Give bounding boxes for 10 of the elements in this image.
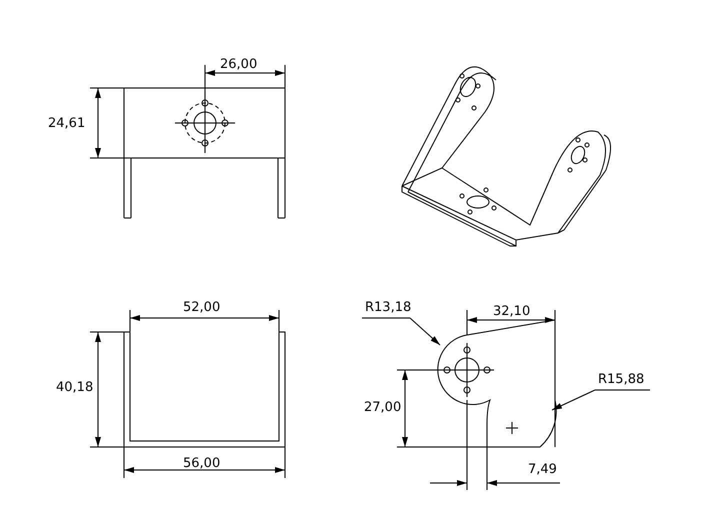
dimension-label: 56,00 bbox=[183, 456, 220, 471]
dimension-label: 32,10 bbox=[493, 304, 530, 319]
dimension-label: 26,00 bbox=[220, 57, 258, 72]
dimension-label: 7,49 bbox=[528, 462, 557, 477]
dimension-label: R13,18 bbox=[365, 300, 412, 315]
dimension-label: R15,88 bbox=[598, 372, 644, 387]
dimension-label: 52,00 bbox=[183, 300, 220, 315]
dimension-label: 27,00 bbox=[364, 400, 402, 415]
dimension-label: 24,61 bbox=[48, 116, 86, 131]
dimension-label: 40,18 bbox=[56, 380, 94, 395]
